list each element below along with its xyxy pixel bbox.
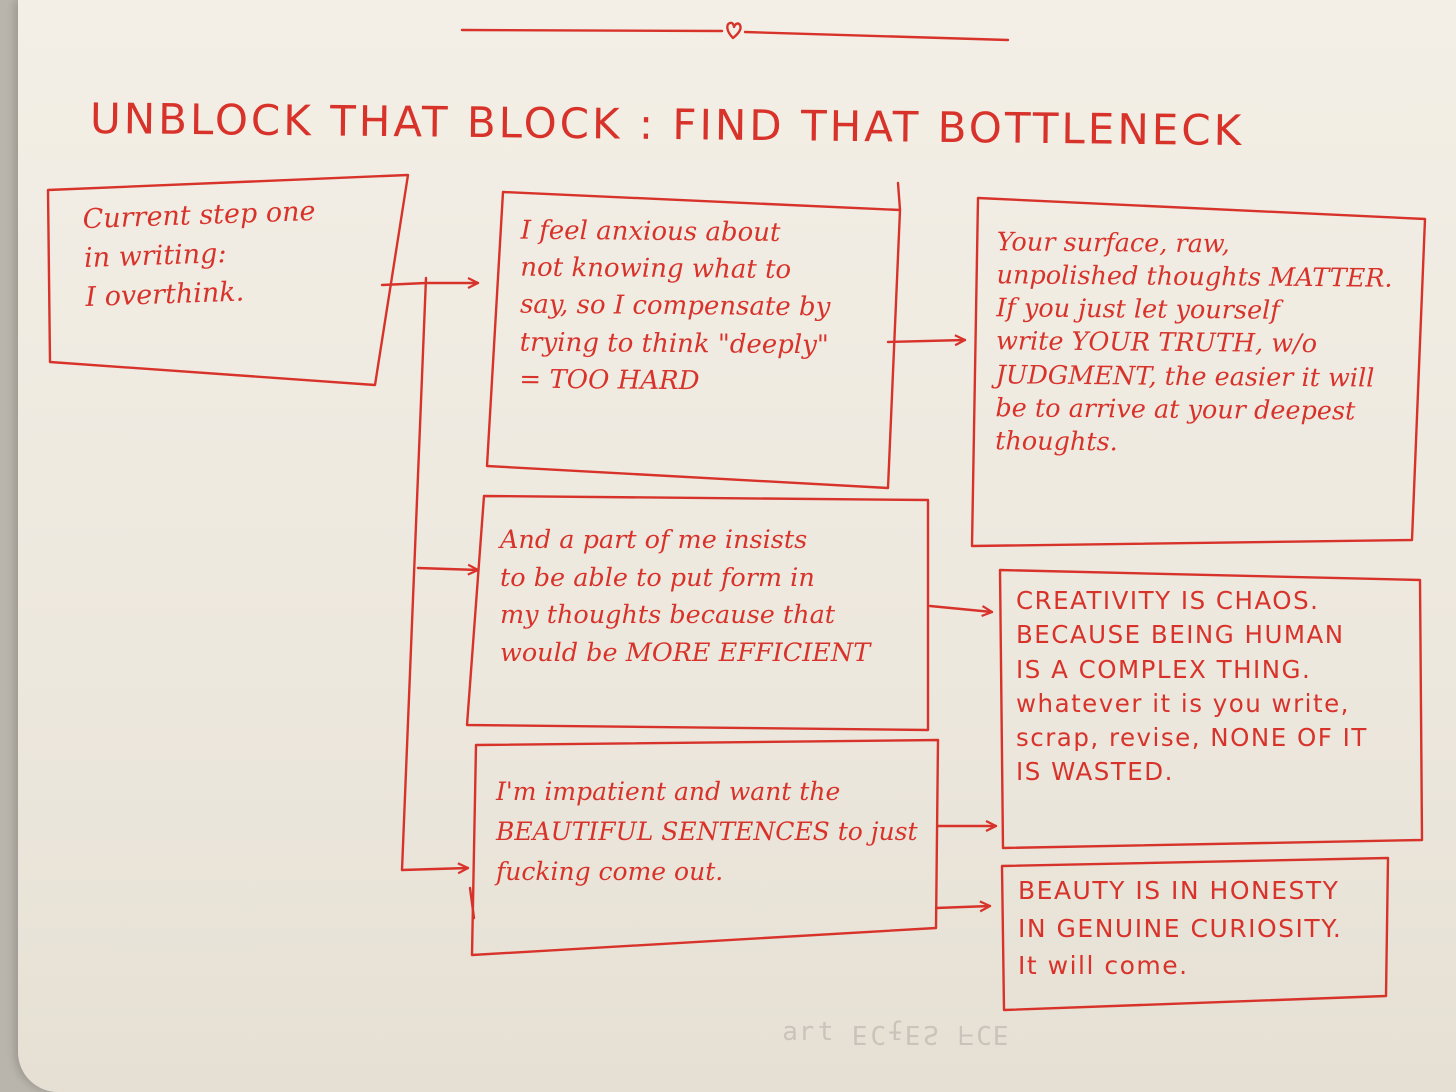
box-problem3: [470, 738, 940, 957]
connector-trunk: [400, 276, 428, 872]
box-problem2: [465, 494, 930, 732]
note-start: Current step one in writing: I overthink…: [82, 195, 316, 314]
arrow-problem3-answer3: [934, 906, 990, 908]
box-answer2: [998, 568, 1424, 850]
show-through-writing: ƎƆᖷ ƧƎɟƆƎ ʇɹɐ: [780, 1019, 1010, 1049]
top-rule-right: [743, 30, 1010, 42]
arrow-problem1-answer1: [886, 340, 967, 342]
note-answer1: Your surface, raw, unpolished thoughts M…: [995, 227, 1393, 458]
note-problem3: I'm impatient and want the BEAUTIFUL SEN…: [496, 777, 918, 886]
box-start: [46, 173, 410, 387]
top-rule-left: [460, 28, 724, 33]
pen-tick: [468, 886, 476, 920]
connector-start-stem: [380, 281, 428, 287]
box-answer1: [970, 196, 1427, 548]
note-answer3: BEAUTY IS IN HONESTY IN GENUINE CURIOSIT…: [1018, 876, 1343, 980]
note-answer2: CREATIVITY IS CHAOS. BECAUSE BEING HUMAN…: [1016, 586, 1368, 787]
stray-line: [896, 181, 902, 212]
box-problem1: [485, 190, 902, 490]
note-problem1: I feel anxious about not knowing what to…: [519, 215, 831, 396]
box-answer3: [1000, 856, 1390, 1012]
heart-icon: [726, 21, 742, 40]
note-problem2: And a part of me insists to be able to p…: [500, 525, 871, 669]
arrow-problem2-answer2: [928, 604, 992, 612]
arrow-to-problem3: [400, 868, 470, 870]
arrow-to-problem2: [416, 568, 480, 570]
